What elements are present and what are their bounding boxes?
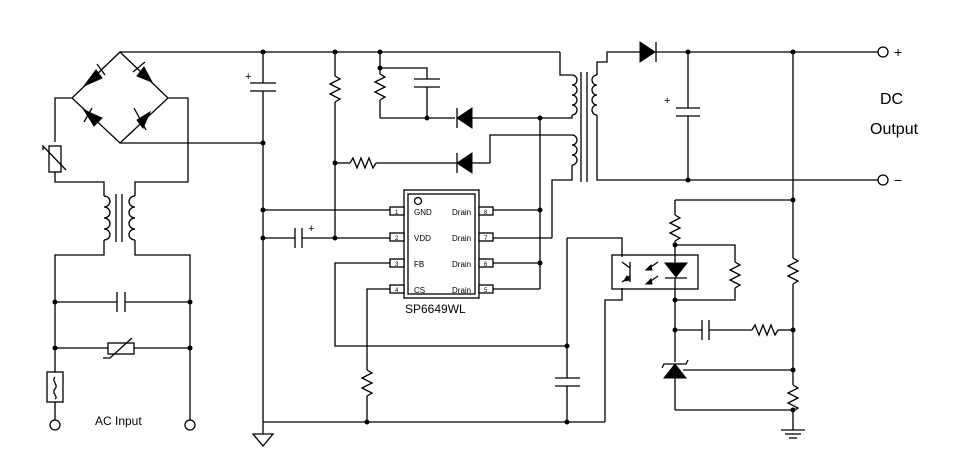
bridge-diode-2 bbox=[132, 61, 154, 83]
vdd-capacitor: + bbox=[263, 223, 390, 248]
fuse bbox=[46, 371, 64, 403]
svg-text:+: + bbox=[664, 95, 670, 107]
pin-1-number: 1 bbox=[395, 210, 399, 216]
pin-7-label: Drain bbox=[452, 234, 471, 243]
bridge-diode-1 bbox=[82, 63, 106, 88]
ic-chip: 1 2 3 4 8 7 6 5 GND VDD FB CS Drain Drai… bbox=[389, 189, 494, 316]
divider-lower-resistor bbox=[786, 384, 800, 425]
x-capacitor bbox=[55, 292, 190, 312]
bridge-diode-3 bbox=[82, 107, 103, 127]
fb-capacitor bbox=[555, 238, 580, 422]
snubber-resistor bbox=[373, 52, 387, 118]
ac-input-label: AC Input bbox=[95, 414, 142, 428]
pin-6-number: 6 bbox=[484, 262, 488, 268]
ac-terminal-left bbox=[49, 419, 61, 431]
pin-4-label: CS bbox=[414, 286, 425, 295]
primary-ground-symbol bbox=[251, 422, 275, 448]
led-series-resistor bbox=[668, 200, 682, 263]
aux-resistor bbox=[335, 156, 457, 170]
pin-5-label: Drain bbox=[452, 286, 471, 295]
pin-2-number: 2 bbox=[395, 236, 399, 242]
pin-6-label: Drain bbox=[452, 260, 471, 269]
output-plus-label: + bbox=[894, 44, 902, 60]
output-label: Output bbox=[870, 121, 919, 138]
output-terminal-positive bbox=[877, 46, 889, 58]
snubber-diode bbox=[456, 107, 540, 129]
pin-8-number: 8 bbox=[484, 210, 488, 216]
pin-1-label: GND bbox=[414, 208, 432, 217]
svg-text:+: + bbox=[245, 71, 251, 83]
svg-text:+: + bbox=[308, 223, 314, 235]
chip-name: SP6649WL bbox=[405, 302, 466, 316]
cs-resistor bbox=[360, 369, 374, 422]
output-capacitor: + bbox=[664, 52, 700, 180]
startup-resistor bbox=[328, 52, 342, 238]
flyback-transformer bbox=[489, 51, 885, 238]
bulk-capacitor: + bbox=[245, 52, 276, 422]
pin-4-number: 4 bbox=[395, 288, 399, 294]
shunt-regulator bbox=[661, 359, 793, 410]
pin-8-label: Drain bbox=[452, 208, 471, 217]
pin-3-number: 3 bbox=[395, 262, 399, 268]
common-mode-choke bbox=[103, 194, 136, 242]
output-minus-label: − bbox=[894, 172, 902, 188]
pin-2-label: VDD bbox=[414, 234, 431, 243]
pin-7-number: 7 bbox=[484, 236, 488, 242]
bridge-diode-4 bbox=[133, 107, 152, 131]
output-diode bbox=[639, 41, 657, 63]
dc-label: DC bbox=[880, 91, 903, 108]
pin-5-number: 5 bbox=[484, 288, 488, 294]
snubber-capacitor bbox=[380, 67, 440, 118]
varistor bbox=[55, 337, 190, 359]
compensation-network bbox=[675, 320, 793, 340]
bias-resistor bbox=[675, 244, 742, 301]
output-terminal-negative bbox=[877, 174, 889, 186]
divider-upper-resistor bbox=[786, 257, 800, 385]
optocoupler bbox=[611, 254, 699, 290]
ac-terminal-right bbox=[184, 419, 196, 431]
aux-diode bbox=[456, 152, 490, 174]
pin-3-label: FB bbox=[414, 260, 424, 269]
secondary-ground-symbol bbox=[781, 425, 805, 439]
bridge-rectifier bbox=[71, 51, 169, 144]
ntc-thermistor bbox=[42, 144, 67, 173]
